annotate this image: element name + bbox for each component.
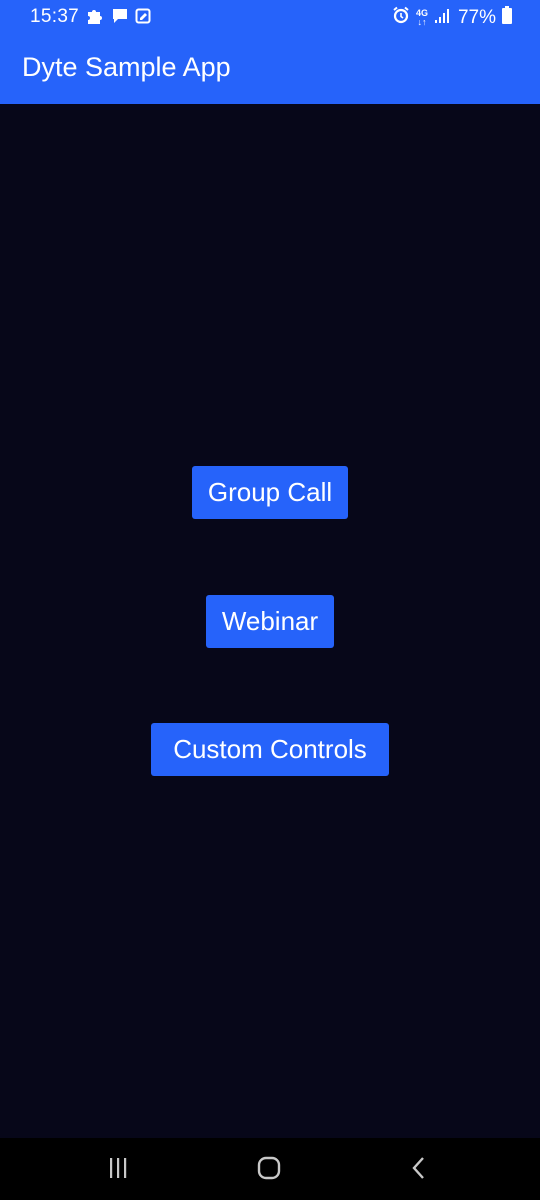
recent-apps-icon — [106, 1157, 130, 1184]
status-system-icons: 4G↓↑ 77% — [392, 6, 512, 30]
signal-icon — [434, 7, 452, 29]
battery-icon — [502, 6, 512, 30]
status-time: 15:37 — [30, 6, 80, 27]
note-icon — [135, 8, 151, 30]
group-call-button[interactable]: Group Call — [192, 466, 348, 519]
alarm-icon — [392, 6, 410, 30]
home-button[interactable] — [249, 1156, 289, 1184]
home-icon — [256, 1156, 282, 1185]
navigation-bar — [0, 1138, 540, 1200]
chat-icon — [111, 7, 129, 31]
recent-apps-button[interactable] — [98, 1156, 138, 1184]
app-title: Dyte Sample App — [22, 52, 231, 82]
network-type: 4G↓↑ — [415, 8, 428, 27]
webinar-button[interactable]: Webinar — [206, 595, 334, 648]
custom-controls-button[interactable]: Custom Controls — [151, 723, 389, 776]
app-bar: Dyte Sample App — [0, 32, 540, 104]
back-button[interactable] — [400, 1156, 440, 1184]
battery-percent: 77% — [457, 7, 496, 28]
status-notification-icons — [85, 6, 151, 32]
status-bar: 15:37 — [0, 0, 540, 32]
back-icon — [408, 1156, 432, 1185]
network-label: 4G — [415, 8, 428, 18]
puzzle-icon — [85, 6, 105, 32]
